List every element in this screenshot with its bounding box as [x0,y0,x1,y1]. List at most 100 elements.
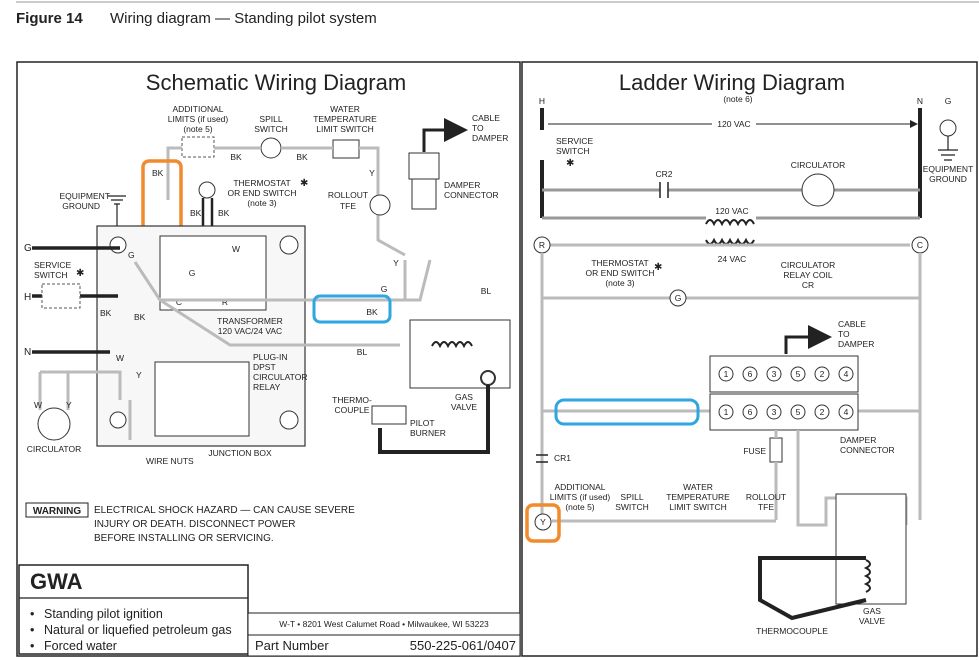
screw-3 [279,410,299,430]
warning-badge-text: WARNING [33,506,82,517]
svg-text:VALVE: VALVE [451,402,477,412]
svg-text:CIRCULATOR: CIRCULATOR [253,372,307,382]
svg-text:OR END SWITCH: OR END SWITCH [228,188,297,198]
blue-highlight-bk [312,294,392,324]
schematic-circulator [37,407,71,441]
ladder-damper-connector-label: DAMPER CONNECTOR [840,435,895,455]
pilot-burner-label: PILOT BURNER [410,418,446,438]
wire-bk-5: BK [100,308,112,318]
transformer-24: 24 VAC [718,254,747,264]
svg-text:COUPLE: COUPLE [335,405,370,415]
wire-bk-blue: BK [366,307,378,317]
transformer-g: G [189,268,196,278]
svg-text:EQUIPMENT: EQUIPMENT [59,191,110,201]
wire-bk-2: BK [296,152,308,162]
wire-bl-2: BL [357,347,368,357]
wire-bk-4: BK [218,208,230,218]
ladder-gas-valve [835,493,907,605]
service-switch-label: SERVICE SWITCH [34,260,71,280]
screw-4 [109,411,127,429]
transformer-coils [705,219,755,245]
svg-text:TEMPERATURE: TEMPERATURE [313,114,377,124]
svg-text:LIMITS (if used): LIMITS (if used) [550,492,611,502]
connector-row-1-pins: 1 6 3 5 2 4 [718,366,854,382]
ladder-thermostat-label: THERMOSTAT OR END SWITCH (note 3) [586,258,655,288]
svg-text:SPILL: SPILL [620,492,643,502]
svg-text:GROUND: GROUND [929,174,967,184]
terminal-g [669,289,687,307]
svg-text:CIRCULATOR: CIRCULATOR [781,260,835,270]
svg-text:WATER: WATER [330,104,360,114]
wire-y-2: Y [136,370,142,380]
svg-text:SPILL: SPILL [259,114,282,124]
terminal-c-label: C [917,240,923,250]
ladder-ground-symbol [938,136,958,161]
screw-1 [279,235,299,255]
svg-text:CABLE: CABLE [838,319,866,329]
svg-text:TO: TO [472,123,484,133]
gas-valve-knob [480,370,496,386]
fuse-label: FUSE [743,446,766,456]
svg-text:WATER: WATER [683,482,713,492]
relay-label: PLUG-IN DPST CIRCULATOR RELAY [253,352,307,392]
svg-text:5: 5 [796,369,801,379]
spill-switch-symbol [260,137,282,159]
svg-text:(note 5): (note 5) [565,502,594,512]
svg-text:DAMPER: DAMPER [472,133,508,143]
svg-text:CABLE: CABLE [472,113,500,123]
svg-text:SWITCH: SWITCH [34,270,68,280]
fuse-symbol [769,437,783,463]
cable-to-damper-label: CABLE TO DAMPER [472,113,508,143]
ladder-cable-to-damper [784,325,832,354]
svg-text:TFE: TFE [758,502,774,512]
svg-text:RELAY: RELAY [253,382,281,392]
svg-text:1: 1 [724,369,729,379]
pilot-burner-symbol [371,405,407,425]
svg-text:ROLLOUT: ROLLOUT [328,190,368,200]
thermostat-label: THERMOSTAT OR END SWITCH (note 3) [228,178,297,208]
wire-g-3: G [381,284,388,294]
screw-2 [109,236,127,254]
figure-header: Figure 14 Wiring diagram — Standing pilo… [16,10,976,38]
circulator-w: W [34,400,42,410]
svg-text:4: 4 [844,407,849,417]
ladder-additional-limits-label: ADDITIONAL LIMITS (if used) (note 5) [550,482,611,512]
gray-wiring [38,259,432,440]
svg-text:DAMPER: DAMPER [840,435,876,445]
terminal-y-ladder [534,513,552,531]
service-switch-ladder-label: SERVICE SWITCH [556,136,593,156]
figure-title: Wiring diagram — Standing pilot system [110,10,377,27]
footer-address: W-T • 8201 West Calumet Road • Milwaukee… [279,619,489,629]
svg-text:INJURY OR DEATH. DISCONNECT P: INJURY OR DEATH. DISCONNECT POWER [94,519,296,530]
line-h: H [24,292,31,303]
schematic-circulator-label: CIRCULATOR [27,444,81,454]
svg-text:GAS: GAS [863,606,881,616]
svg-text:LIMIT SWITCH: LIMIT SWITCH [669,502,726,512]
ladder-gas-valve-label: GAS VALVE [859,606,885,626]
wire-bk-orange: BK [152,168,164,178]
schematic-equipment-ground-label: EQUIPMENT GROUND [59,191,110,211]
svg-text:RELAY COIL: RELAY COIL [783,270,833,280]
ladder-thermocouple-label: THERMOCOUPLE [756,626,828,636]
service-switch-star: ✱ [76,268,84,279]
warning-text: ELECTRICAL SHOCK HAZARD — CAN CAUSE SEVE… [94,505,355,544]
ladder-frame [521,61,978,657]
wire-y-3: Y [393,258,399,268]
svg-text:DPST: DPST [253,362,276,372]
svg-text:SERVICE: SERVICE [556,136,593,146]
svg-text:BEFORE INSTALLING OR SERVICING: BEFORE INSTALLING OR SERVICING. [94,533,274,544]
rollout-symbol [369,194,391,216]
damper-connector-symbol [408,152,440,180]
terminal-g-label: G [675,293,682,303]
svg-text:SWITCH: SWITCH [254,124,288,134]
ladder-service-star: ✱ [566,158,574,169]
wire-bl-1: BL [481,286,492,296]
svg-text:THERMOSTAT: THERMOSTAT [233,178,290,188]
blue-highlight-ladder [554,398,700,426]
svg-text:•: • [30,607,34,621]
svg-text:•: • [30,623,34,637]
ladder-ground-terminal [939,119,957,137]
gwa-bullets: • Standing pilot ignition • Natural or l… [30,607,232,653]
schematic-title: Schematic Wiring Diagram [146,70,406,95]
